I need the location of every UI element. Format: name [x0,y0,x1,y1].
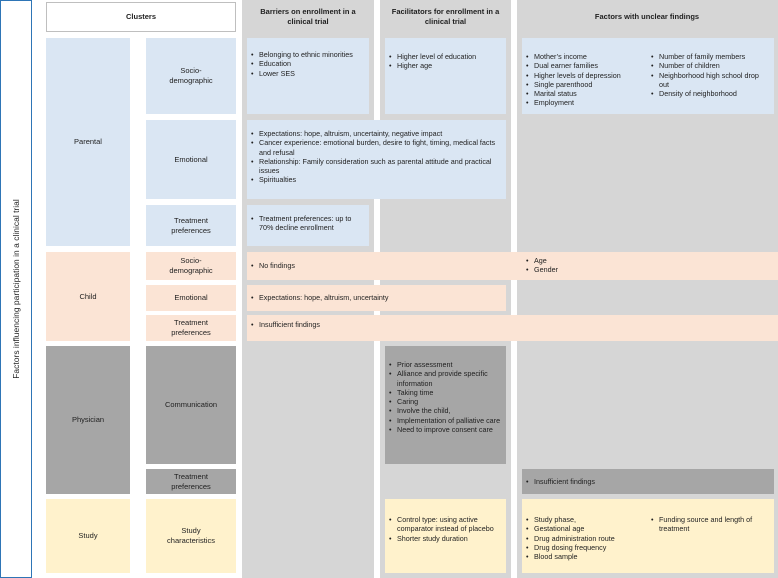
barriers-child-treatment: Insufficient findings [247,315,778,341]
header-barriers: Barriers on enrollment in a clinical tri… [260,7,356,26]
list-item: Density of neighborhood [651,89,770,99]
barriers-parental-socio: Belonging to ethnic minorities Education… [247,38,369,114]
sub-child-emotional: Emotional [146,285,236,311]
list-item: Gender [526,265,770,275]
header-clusters: Clusters [46,2,236,32]
sub-child-treatment: Treatment preferences [146,315,236,341]
list-item: No findings [251,261,774,271]
list-item: Alliance and provide specific informatio… [389,369,502,388]
list-item: Study phase, [526,515,645,525]
facilitators-study-characteristics: Control type: using active comparator in… [385,499,506,573]
list-item: Blood sample [526,552,645,562]
group-child: Child [46,252,130,341]
list-item: Caring [389,397,502,407]
unclear-child-socio: Age Gender [522,253,774,280]
list-item: Drug dosing frequency [526,543,645,553]
list-item: Belonging to ethnic minorities [251,50,365,60]
facilitators-physician-communication: Prior assessment Alliance and provide sp… [385,346,506,464]
list-item: Treatment preferences: up to 70% decline… [251,214,365,233]
list-item: Marital status [526,89,645,99]
header-unclear: Factors with unclear findings [594,12,700,21]
list-item: Higher levels of depression [526,71,645,81]
list-item: Age [526,256,770,266]
list-item: Higher level of education [389,52,502,62]
list-item: Single parenthood [526,80,645,90]
list-item: Insufficient findings [251,320,774,330]
side-label: Factors influencing participation in a c… [11,199,21,379]
sub-parental-socio: Socio-demographic [146,38,236,114]
list-item: Gestational age [526,524,645,534]
barriers-child-emotional: Expectations: hope, altruism, uncertaint… [247,285,506,311]
list-item: Expectations: hope, altruism, uncertaint… [251,293,502,303]
group-parental: Parental [46,38,130,246]
sub-study-characteristics: Study characteristics [146,499,236,573]
list-item: Drug administration route [526,534,645,544]
list-item: Insufficient findings [526,477,770,487]
header-facilitators: Facilitators for enrollment in a clinica… [391,7,500,26]
side-label-wrap: Factors influencing participation in a c… [0,0,32,578]
list-item: Taking time [389,388,502,398]
list-item: Employment [526,98,645,108]
list-item: Spiritualties [251,175,502,185]
sub-physician-communication: Communication [146,346,236,464]
list-item: Education [251,59,365,69]
group-physician: Physician [46,346,130,494]
list-item: Mother’s income [526,52,645,62]
sub-parental-treatment: Treatment preferences [146,205,236,246]
list-item: Need to improve consent care [389,425,502,435]
list-item: Number of family members [651,52,770,62]
list-item: Neighborhood high school drop out [651,71,770,90]
list-item: Funding source and length of treatment [651,515,770,534]
list-item: Number of children [651,61,770,71]
barriers-parental-treatment: Treatment preferences: up to 70% decline… [247,205,369,246]
group-study: Study [46,499,130,573]
sub-child-socio: Socio-demographic [146,252,236,280]
list-item: Control type: using active comparator in… [389,515,502,534]
list-item: Dual earner families [526,61,645,71]
list-item: Shorter study duration [389,534,502,544]
unclear-physician-treatment: Insufficient findings [522,469,774,494]
unclear-parental-socio: Mother’s income Dual earner families Hig… [522,38,774,114]
list-item: Implementation of palliative care [389,416,502,426]
sub-parental-emotional: Emotional [146,120,236,199]
list-item: Expectations: hope, altruism, uncertaint… [251,129,502,139]
list-item: Relationship: Family consideration such … [251,157,502,176]
list-item: Lower SES [251,69,365,79]
barriers-parental-emotional: Expectations: hope, altruism, uncertaint… [247,120,506,199]
list-item: Higher age [389,61,502,71]
list-item: Involve the child, [389,406,502,416]
list-item: Prior assessment [389,360,502,370]
list-item: Cancer experience: emotional burden, des… [251,138,502,157]
facilitators-parental-socio: Higher level of education Higher age [385,38,506,114]
unclear-study-characteristics: Study phase, Gestational age Drug admini… [522,499,774,573]
sub-physician-treatment: Treatment preferences [146,469,236,494]
